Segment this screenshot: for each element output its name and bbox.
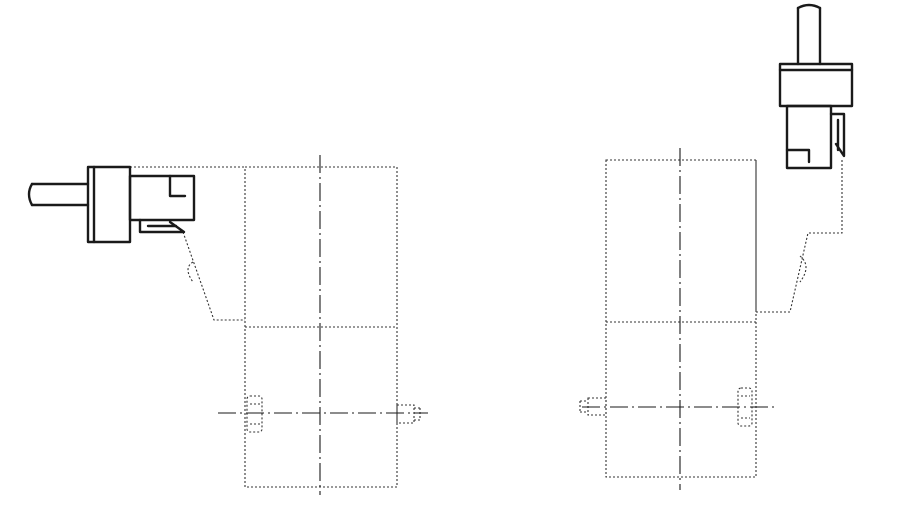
left-latch-outline — [182, 231, 245, 321]
right-housing — [579, 159, 843, 478]
right-housing-outline — [605, 159, 757, 478]
right-view — [579, 3, 854, 490]
left-latch-bump — [187, 261, 194, 283]
left-connector-plug — [27, 165, 196, 244]
left-plug-notch — [168, 174, 187, 198]
left-inner-screw — [246, 395, 263, 433]
left-plug-latch — [138, 218, 186, 234]
right-latch-outline — [755, 160, 843, 313]
right-latch-bump — [799, 255, 807, 283]
right-cable-end — [796, 3, 822, 10]
left-view — [27, 155, 428, 495]
right-plug-latch — [829, 112, 846, 158]
left-housing — [130, 166, 421, 488]
left-plug-nose — [128, 174, 196, 222]
left-outer-screw — [396, 404, 415, 424]
left-cable-end — [27, 182, 34, 207]
right-plug-nose — [785, 104, 833, 170]
right-plug-notch — [785, 148, 811, 164]
right-connector-plug — [778, 3, 854, 170]
